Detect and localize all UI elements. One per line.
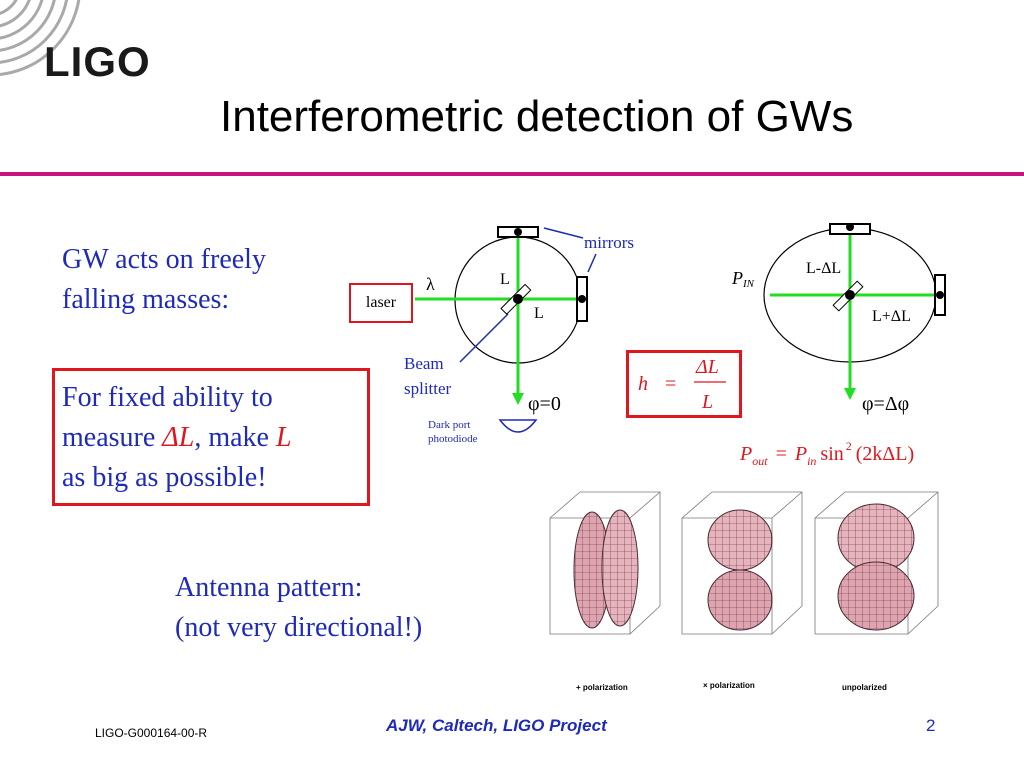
arm-l-minus-label: L-ΔL: [806, 260, 841, 277]
gw-line-1: GW acts on freely: [62, 244, 266, 275]
mirrors-pointer-1: [543, 227, 584, 239]
right-top-mass: [846, 223, 854, 231]
slide-title: Interferometric detection of GWs: [220, 92, 854, 141]
splitter-label: splitter: [404, 379, 452, 398]
h-denominator: L: [701, 391, 713, 413]
delta-l-term: ΔL: [162, 422, 195, 453]
strain-formula-box: [626, 350, 742, 418]
laser-box: [349, 283, 413, 323]
gw-line-2: falling masses:: [62, 284, 230, 315]
page-number: 2: [926, 716, 936, 735]
fixed-ability-text: For fixed ability to measure ΔL, make L …: [62, 378, 292, 498]
arm-length-right: L: [534, 305, 544, 322]
antenna-line-1: Antenna pattern:: [175, 572, 363, 603]
antenna-label-unpolarized: unpolarized: [842, 683, 887, 692]
phi-delta-label: φ=Δφ: [862, 393, 909, 415]
antenna-label-cross: × polarization: [703, 681, 755, 690]
ligo-logo: LIGO: [44, 38, 151, 85]
right-output-arrow: [844, 388, 856, 400]
title-divider: [0, 172, 1024, 176]
dark-port-label: Dark port: [428, 419, 470, 431]
fixed-line-1: For fixed ability to: [62, 382, 273, 413]
left-right-mass: [578, 295, 586, 303]
arm-l-plus-label: L+ΔL: [872, 308, 911, 325]
gw-statement: GW acts on freely falling masses:: [62, 240, 266, 320]
mirrors-pointer-2: [587, 253, 597, 273]
strain-formula: h = ΔL L: [638, 356, 726, 413]
antenna-pattern-figure: + polarization × polarization unpolarize…: [549, 491, 939, 692]
splitter-pointer: [459, 313, 509, 363]
cross-polarization-plot: [681, 491, 803, 635]
fixed-line-3: as big as possible!: [62, 462, 267, 493]
left-top-mass: [514, 228, 522, 236]
antenna-label-plus: + polarization: [576, 683, 628, 692]
lambda-label: λ: [426, 274, 435, 294]
phi-zero-label: φ=0: [528, 393, 561, 415]
left-center-mass: [513, 294, 523, 304]
interferometer-diagrams: laser λ L L mirrors Beam splitter φ=0 Da…: [349, 223, 946, 468]
h-symbol: h: [638, 373, 648, 395]
footer-credit: AJW, Caltech, LIGO Project: [386, 716, 607, 735]
document-id: LIGO-G000164-00-R: [95, 726, 208, 740]
left-output-arrow: [512, 393, 524, 405]
beam-label: Beam: [404, 354, 444, 373]
fixed-line-2-b: , make: [194, 422, 276, 453]
p-in-label: PIN: [731, 268, 755, 290]
fixed-ability-box: [52, 368, 370, 506]
photodiode-icon: [498, 419, 538, 433]
laser-label: laser: [366, 294, 397, 311]
fixed-line-2-a: measure: [62, 422, 163, 453]
h-numerator: ΔL: [695, 356, 719, 378]
right-right-mass: [936, 291, 944, 299]
plus-polarization-plot: [549, 491, 661, 635]
h-equals: =: [665, 373, 676, 395]
fixed-line-2: measure ΔL, make L: [62, 418, 292, 458]
mirrors-label: mirrors: [584, 233, 634, 252]
antenna-line-2: (not very directional!): [175, 612, 423, 643]
l-term: L: [275, 422, 292, 453]
photodiode-label: photodiode: [428, 433, 478, 445]
right-center-mass: [845, 290, 855, 300]
arm-length-top: L: [500, 271, 510, 288]
unpolarized-plot: [814, 491, 939, 635]
antenna-caption: Antenna pattern: (not very directional!): [175, 568, 422, 648]
